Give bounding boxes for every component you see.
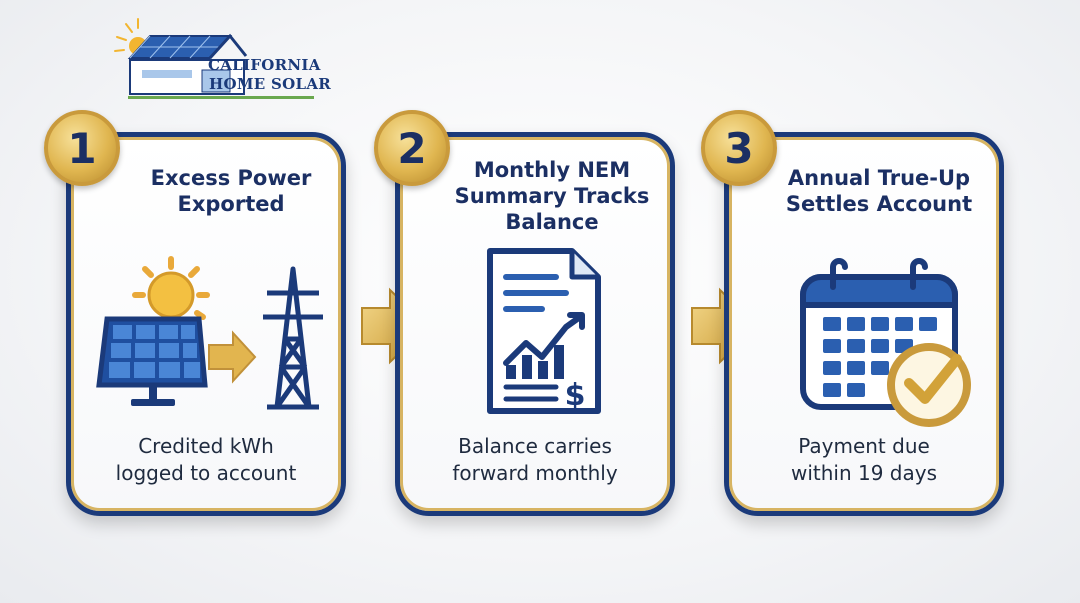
svg-text:$: $ — [565, 378, 586, 413]
step-2-description: Balance carries forward monthly — [452, 434, 618, 485]
logo-underline — [128, 96, 314, 99]
step-1-description: Credited kWh logged to account — [115, 434, 297, 485]
arrow-right-icon — [208, 330, 257, 384]
step-2-badge: 2 — [374, 110, 450, 186]
step-card-1: Excess Power Exported — [66, 132, 346, 516]
sun-icon — [132, 256, 210, 320]
step-3-badge: 3 — [701, 110, 777, 186]
house-solar-roof-icon — [114, 18, 248, 95]
solar-panel-icon — [96, 316, 208, 406]
transmission-tower-icon — [263, 266, 323, 410]
calendar-check-icon — [800, 258, 971, 427]
logo-line-2: Home Solar — [209, 75, 332, 93]
step-2-title: Monthly NEM Summary Tracks Balance — [454, 158, 650, 234]
step-3-title: Annual True-Up Settles Account — [785, 166, 973, 216]
step-card-3: Annual True-Up Settles Account Payment d… — [724, 132, 1004, 516]
logo-wordmark: California Home Solar — [208, 56, 331, 94]
logo-line-1: California — [208, 56, 321, 74]
step-card-2: Monthly NEM Summary Tracks Balance $ Bal… — [395, 132, 675, 516]
step-3-description: Payment due within 19 days — [790, 434, 938, 485]
step-1-title: Excess Power Exported — [150, 166, 312, 216]
step-1-badge: 1 — [44, 110, 120, 186]
solar-to-grid-illustration — [96, 256, 323, 410]
document-chart-icon: $ — [487, 248, 601, 414]
